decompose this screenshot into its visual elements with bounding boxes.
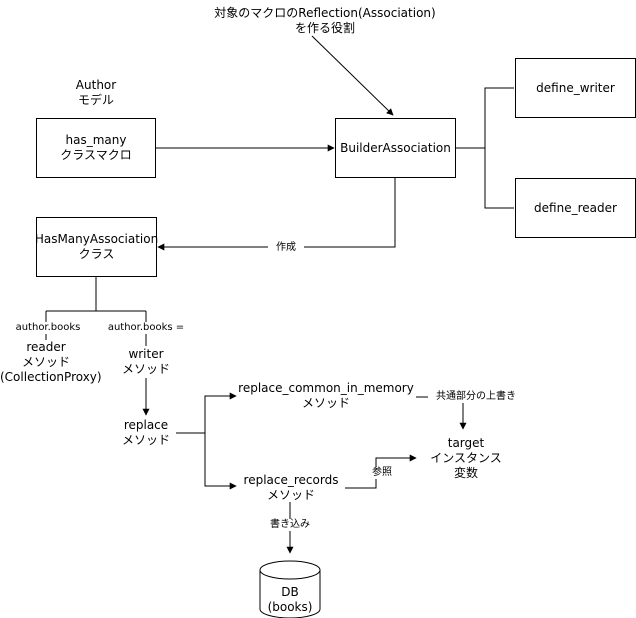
- rcim-line1: replace_common_in_memory: [238, 381, 414, 395]
- reader-line1: reader: [26, 340, 66, 354]
- target-instance-variable-label: target インスタンス 変数: [416, 436, 516, 481]
- has-many-line2: クラスマクロ: [60, 148, 132, 162]
- author-books-label: author.books: [10, 322, 86, 334]
- replace-common-in-memory-label: replace_common_in_memory メソッド: [236, 381, 416, 411]
- author-model-line1: Author: [75, 78, 117, 92]
- rr-line2: メソッド: [266, 488, 315, 502]
- define-reader-node[interactable]: define_reader: [515, 178, 636, 238]
- reader-line3: (CollectionProxy): [0, 370, 102, 384]
- edge-replace-to-rr: [204, 433, 237, 490]
- edge-builder-to-define-writer: [484, 87, 514, 148]
- reader-line2: メソッド: [21, 355, 70, 369]
- reader-method-label: reader メソッド (CollectionProxy): [0, 340, 102, 385]
- rr-line1: replace_records: [243, 473, 339, 487]
- define-writer-node[interactable]: define_writer: [515, 58, 636, 118]
- has-many-node[interactable]: has_many クラスマクロ: [36, 118, 156, 178]
- builder-role-note-line1: 対象のマクロのReflection(Association): [214, 6, 436, 20]
- db-line2: (books): [267, 600, 313, 614]
- edge-replace-to-rcim: [204, 392, 237, 433]
- edge-hma-branch: [95, 277, 146, 312]
- has-many-line1: has_many: [65, 133, 127, 147]
- author-model-label: Author モデル: [56, 78, 136, 108]
- author-books-assign-label: author.books =: [101, 322, 191, 334]
- replace-records-label: replace_records メソッド: [236, 473, 346, 503]
- rcim-line2: メソッド: [301, 396, 350, 410]
- replace-line2: メソッド: [121, 433, 170, 447]
- author-model-line2: モデル: [77, 93, 114, 107]
- define-writer-label: define_writer: [536, 80, 615, 95]
- has-many-association-node[interactable]: HasManyAssociation クラス: [34, 217, 159, 277]
- db-line1: DB: [281, 585, 299, 599]
- edge-note-to-builder: [311, 35, 394, 116]
- has-many-association-line1: HasManyAssociation: [34, 232, 159, 246]
- builder-role-note-line2: を作る役割: [294, 21, 355, 35]
- writer-line2: メソッド: [121, 362, 170, 376]
- replace-method-label: replace メソッド: [112, 418, 180, 448]
- target-line2: インスタンス: [430, 451, 502, 465]
- has-many-association-line2: クラス: [78, 247, 115, 261]
- db-books-label: DB (books): [260, 585, 320, 615]
- replace-line1: replace: [123, 418, 169, 432]
- target-line1: target: [447, 436, 485, 450]
- db-cylinder: [259, 560, 321, 618]
- builder-association-node[interactable]: BuilderAssociation: [335, 118, 456, 178]
- overwrite-edge-label: 共通部分の上書き: [428, 391, 524, 403]
- create-edge-label: 作成: [268, 242, 304, 254]
- write-edge-label: 書き込み: [266, 519, 314, 531]
- builder-role-note: 対象のマクロのReflection(Association) を作る役割: [200, 6, 450, 36]
- target-line3: 変数: [453, 466, 478, 480]
- edge-builder-to-define-reader: [484, 148, 514, 209]
- reference-edge-label: 参照: [366, 467, 398, 479]
- writer-line1: writer: [128, 347, 164, 361]
- builder-association-label: BuilderAssociation: [340, 140, 451, 155]
- define-reader-label: define_reader: [534, 200, 617, 215]
- writer-method-label: writer メソッド: [110, 347, 182, 377]
- edge-builder-to-hma: [157, 178, 396, 251]
